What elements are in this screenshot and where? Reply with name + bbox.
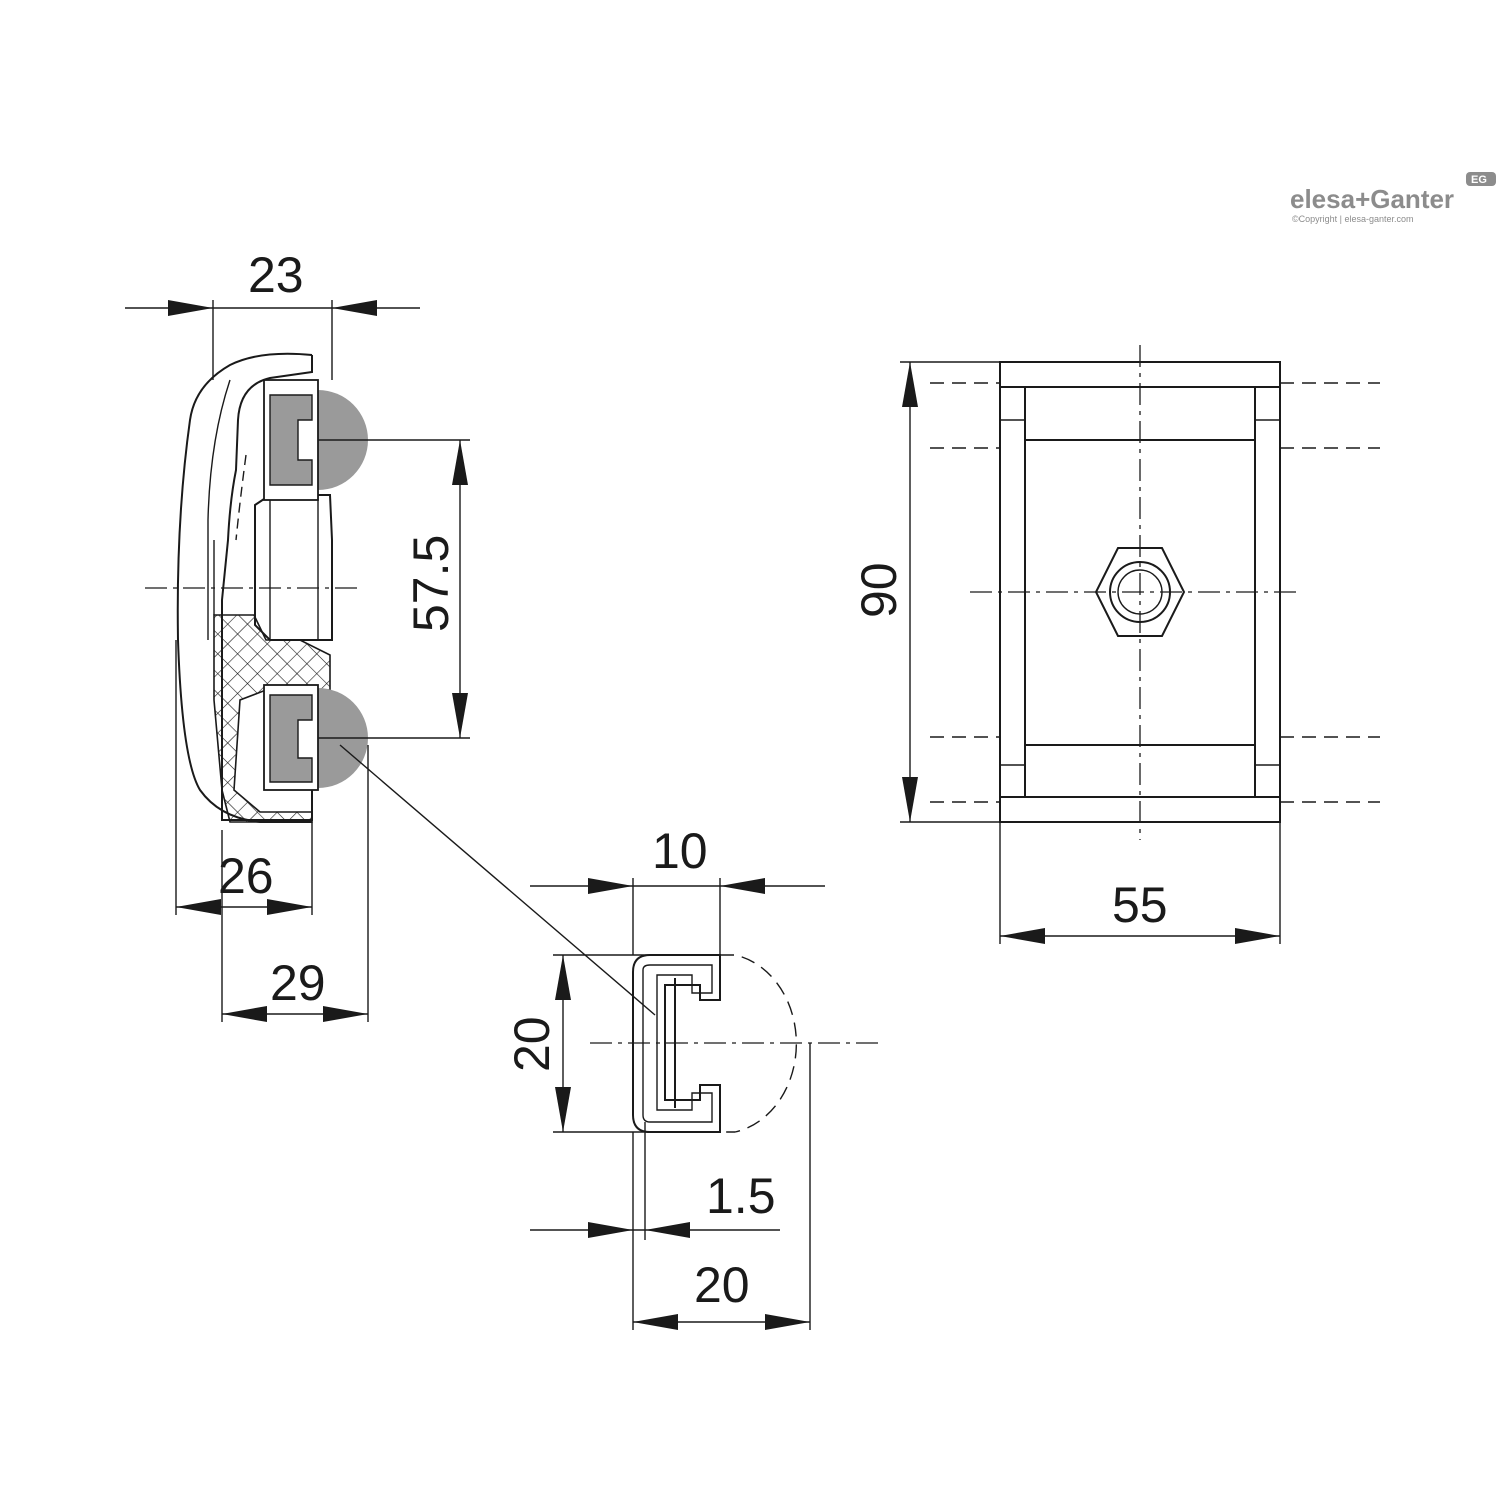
brand-copyright: ©Copyright | elesa-ganter.com bbox=[1292, 214, 1414, 224]
side-view-boss bbox=[254, 494, 333, 641]
brand-name: elesa+Ganter bbox=[1290, 184, 1454, 214]
dim-front-width: 55 bbox=[999, 822, 1281, 944]
dim-23-label: 23 bbox=[248, 247, 304, 303]
dim-20-height-label: 20 bbox=[504, 1016, 560, 1072]
profile-detail-channel bbox=[632, 954, 721, 1133]
dim-26-label: 26 bbox=[218, 848, 274, 904]
brand-logo: elesa+Ganter ©Copyright | elesa-ganter.c… bbox=[1290, 172, 1496, 224]
side-view-body-inner bbox=[221, 355, 313, 821]
dim-1-5-label: 1.5 bbox=[706, 1168, 776, 1224]
dim-10-label: 10 bbox=[652, 823, 708, 879]
dim-slot-width: 10 bbox=[530, 823, 825, 955]
detail-leader-line bbox=[339, 744, 656, 1016]
dim-29-label: 29 bbox=[270, 955, 326, 1011]
profile-detail-round-outline bbox=[720, 954, 798, 1133]
dim-front-height: 90 bbox=[851, 361, 1000, 823]
dim-hole-spacing: 57.5 bbox=[318, 439, 470, 739]
dim-depth-outer: 29 bbox=[221, 745, 369, 1022]
brand-mark: EG bbox=[1471, 174, 1487, 186]
side-view-contour bbox=[207, 379, 231, 640]
dim-57-5-label: 57.5 bbox=[403, 535, 459, 632]
profile-detail bbox=[590, 954, 880, 1133]
dim-55-label: 55 bbox=[1112, 877, 1168, 933]
dim-depth-inner: 26 bbox=[175, 640, 313, 915]
brand-mark-badge bbox=[1466, 172, 1496, 186]
dim-profile-width: 20 bbox=[633, 1043, 811, 1330]
side-view-hidden-contour bbox=[235, 454, 247, 541]
side-view-body-outline bbox=[176, 352, 313, 823]
dim-side-width-top: 23 bbox=[125, 247, 420, 380]
dim-20-width-label: 20 bbox=[694, 1257, 750, 1313]
side-view-insert-top bbox=[269, 394, 313, 486]
side-view bbox=[145, 352, 656, 1016]
dim-wall-thickness: 1.5 bbox=[530, 1122, 780, 1330]
side-view-insert-bottom bbox=[269, 694, 313, 783]
profile-detail-inner-wall bbox=[642, 964, 713, 1123]
dim-90-label: 90 bbox=[851, 562, 907, 618]
front-view bbox=[930, 345, 1380, 840]
dim-profile-height: 20 bbox=[504, 954, 650, 1133]
